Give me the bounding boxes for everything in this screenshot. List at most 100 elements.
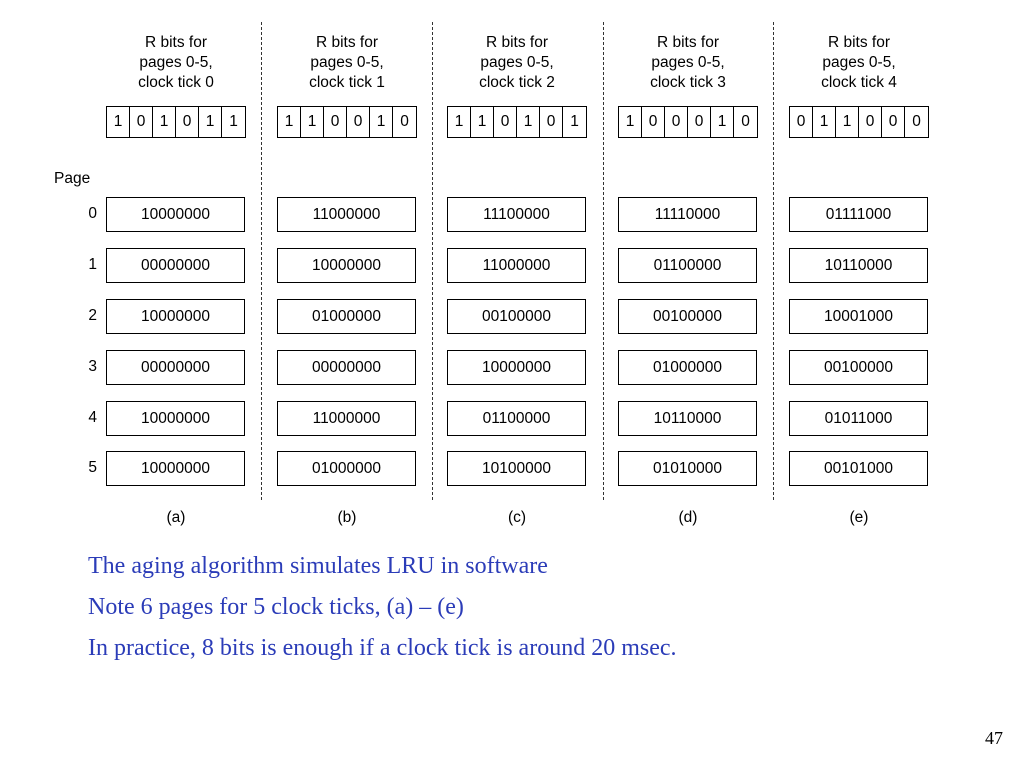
age-counter: 11000000: [277, 401, 416, 436]
column-header-line: R bits for: [656, 34, 719, 51]
column-header-line: R bits for: [827, 34, 890, 51]
age-counter: 11000000: [447, 248, 586, 283]
r-bit-cell: 1: [836, 107, 859, 137]
column-header: R bits for pages 0-5, clock tick 1: [272, 33, 422, 93]
r-bit-cell: 0: [688, 107, 711, 137]
column-header-line: clock tick 4: [821, 74, 897, 91]
column-header-line: pages 0-5,: [310, 54, 384, 71]
r-bit-cell: 0: [859, 107, 882, 137]
r-bit-cell: 0: [400, 113, 409, 130]
column-caption: (a): [166, 509, 186, 526]
column-header-line: R bits for: [485, 34, 548, 51]
age-counter: 11000000: [277, 197, 416, 232]
r-bit-cell: 0: [642, 107, 665, 137]
dashed-divider: [773, 22, 774, 500]
age-counter: 00100000: [447, 299, 586, 334]
r-bit-cell: 1: [107, 107, 130, 137]
column-header-line: pages 0-5,: [822, 54, 896, 71]
r-bit-cell: 1: [370, 107, 393, 137]
page-number-label: 0: [88, 205, 97, 222]
r-bit-cell: 1: [619, 107, 642, 137]
age-counter: 10000000: [106, 299, 245, 334]
age-counter: 10000000: [447, 350, 586, 385]
age-counter: 00000000: [277, 350, 416, 385]
age-counter: 01000000: [277, 451, 416, 486]
page-heading: Page: [54, 170, 91, 187]
column-header-line: clock tick 0: [138, 74, 214, 91]
dashed-divider: [261, 22, 262, 500]
column-header: R bits for pages 0-5, clock tick 4: [784, 33, 934, 93]
note-line: The aging algorithm simulates LRU in sof…: [88, 553, 548, 579]
column-caption: (d): [678, 509, 698, 526]
column-header-line: clock tick 1: [309, 74, 385, 91]
age-counter: 10001000: [789, 299, 928, 334]
dashed-divider: [432, 22, 433, 500]
column-header-line: R bits for: [144, 34, 207, 51]
age-counter: 10000000: [106, 451, 245, 486]
age-counter: 11110000: [618, 197, 757, 232]
note-line: In practice, 8 bits is enough if a clock…: [88, 635, 677, 661]
r-bit-cell: 0: [790, 107, 813, 137]
age-counter: 10000000: [106, 401, 245, 436]
r-bit-cell: 0: [741, 113, 750, 130]
r-bit-cell: 0: [912, 113, 921, 130]
column-header-line: clock tick 3: [650, 74, 726, 91]
age-counter: 01100000: [447, 401, 586, 436]
r-bit-cell: 0: [324, 107, 347, 137]
r-bit-cell: 0: [176, 107, 199, 137]
page-number-label: 4: [88, 409, 97, 426]
column-header-line: pages 0-5,: [480, 54, 554, 71]
r-bit-cell: 1: [517, 107, 540, 137]
column-caption: (b): [337, 509, 357, 526]
age-counter: 10000000: [106, 197, 245, 232]
age-counter: 01000000: [618, 350, 757, 385]
slide-number: 47: [985, 728, 1003, 748]
age-counter: 11100000: [447, 197, 586, 232]
r-bit-cell: 0: [540, 107, 563, 137]
r-bit-cell: 0: [494, 107, 517, 137]
note-line: Note 6 pages for 5 clock ticks, (a) – (e…: [88, 594, 464, 620]
age-counter: 01000000: [277, 299, 416, 334]
column-header: R bits for pages 0-5, clock tick 2: [442, 33, 592, 93]
age-counter: 01100000: [618, 248, 757, 283]
age-counter: 01010000: [618, 451, 757, 486]
age-counter: 10110000: [789, 248, 928, 283]
r-bit-cell: 0: [347, 107, 370, 137]
column-header-line: pages 0-5,: [139, 54, 213, 71]
r-bit-cell: 0: [665, 107, 688, 137]
page-number-label: 1: [88, 256, 97, 273]
age-counter: 01011000: [789, 401, 928, 436]
r-bit-cell: 1: [471, 107, 494, 137]
dashed-divider: [603, 22, 604, 500]
age-counter: 01111000: [789, 197, 928, 232]
r-bit-cell: 1: [448, 107, 471, 137]
age-counter: 00100000: [789, 350, 928, 385]
r-bit-cell: 1: [301, 107, 324, 137]
r-bit-cell: 0: [130, 107, 153, 137]
age-counter: 10000000: [277, 248, 416, 283]
column-header: R bits for pages 0-5, clock tick 3: [613, 33, 763, 93]
r-bit-cell: 0: [882, 107, 905, 137]
notes: The aging algorithm simulates LRU in sof…: [88, 546, 677, 669]
r-bit-cell: 1: [153, 107, 176, 137]
r-bit-cell: 1: [199, 107, 222, 137]
page-number-label: 2: [88, 307, 97, 324]
column-header-line: clock tick 2: [479, 74, 555, 91]
column-header-line: pages 0-5,: [651, 54, 725, 71]
r-bit-cell: 1: [229, 113, 238, 130]
age-counter: 00101000: [789, 451, 928, 486]
age-counter: 00000000: [106, 350, 245, 385]
column-caption: (c): [507, 509, 527, 526]
r-bit-cell: 1: [813, 107, 836, 137]
page-number-label: 3: [88, 358, 97, 375]
r-bit-cell: 1: [570, 113, 579, 130]
column-header: R bits for pages 0-5, clock tick 0: [101, 33, 251, 93]
page-number-label: 5: [88, 459, 97, 476]
column-caption: (e): [849, 509, 869, 526]
r-bit-cell: 1: [278, 107, 301, 137]
column-header-line: R bits for: [315, 34, 378, 51]
